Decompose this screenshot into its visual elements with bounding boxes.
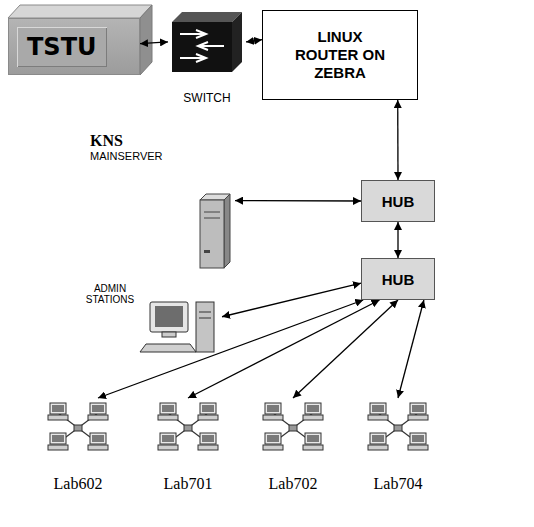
lab-node: Lab704 (348, 398, 448, 493)
node-label: SWITCH (183, 91, 230, 105)
link-arrow (235, 200, 361, 202)
node-label: HUB (382, 271, 415, 288)
link-arrow (140, 42, 168, 44)
hub-box: HUB (361, 180, 435, 222)
node-label: MAINSERVER (90, 150, 163, 162)
switch-node: SWITCH (168, 8, 246, 105)
lab-network-icon (158, 403, 218, 450)
link-arrow (98, 300, 363, 398)
node-label: ADMIN STATIONS (78, 283, 142, 305)
box-side (140, 5, 152, 75)
node-label: TSTU (17, 27, 107, 67)
lab-network-icon (368, 403, 428, 450)
link-arrow (188, 300, 380, 398)
router-box: LINUX ROUTER ON ZEBRA (262, 10, 418, 100)
node-label: Lab702 (269, 475, 318, 493)
node-label: KNS (90, 132, 123, 150)
lab-node: Lab602 (28, 398, 128, 493)
network-box: TSTU (8, 18, 140, 75)
server-icon (200, 194, 230, 268)
link-arrow (397, 222, 398, 258)
link-arrow (398, 300, 424, 398)
lab-network-icon (263, 403, 323, 450)
link-arrow (222, 283, 361, 317)
link-arrow (293, 300, 398, 398)
link-arrow (397, 100, 399, 180)
box-top (8, 5, 152, 18)
workstation-icon (140, 302, 214, 352)
switch-icon (172, 12, 242, 72)
node-label: HUB (382, 193, 415, 210)
lab-node: Lab702 (243, 398, 343, 493)
lab-node: Lab701 (138, 398, 238, 493)
node-label: Lab602 (54, 475, 103, 493)
node-label: Lab704 (374, 475, 423, 493)
node-label: LINUX ROUTER ON ZEBRA (290, 28, 390, 82)
server-node: KNSMAINSERVER (90, 132, 235, 272)
hub-box: HUB (361, 258, 435, 300)
node-label: Lab701 (164, 475, 213, 493)
lab-network-icon (48, 403, 108, 450)
link-arrow (246, 40, 262, 42)
workstation-node: ADMIN STATIONS (78, 283, 222, 358)
